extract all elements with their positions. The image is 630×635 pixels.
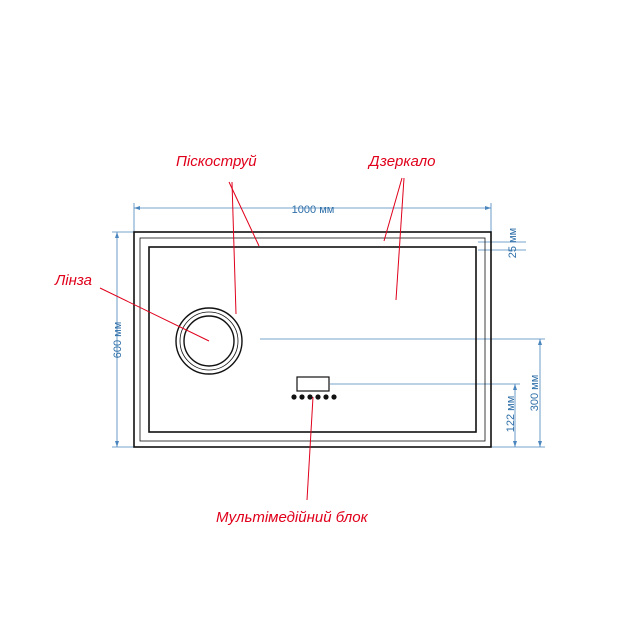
display-screen-icon [296,376,330,392]
height-label: 600 мм [112,322,124,359]
border-label: 25 мм [507,228,519,258]
mirror-inner-frame [148,246,477,433]
width-dimension: 1000 мм [133,203,492,232]
offset-122-label: 122 мм [505,396,517,433]
callout-mirror: Дзеркало [369,153,436,170]
callout-lens: Лінза [55,272,93,289]
callout-sandblast: Піскоструй [176,153,257,170]
offset-122-dimension: 122 мм [330,383,520,447]
offset-300-label: 300 мм [529,375,541,412]
border-dimension: 25 мм [478,228,526,258]
callout-leaders [99,177,405,501]
width-label: 1000 мм [292,204,335,216]
lens-ring-icon [175,307,243,375]
height-dimension: 600 мм [112,231,134,448]
sandblast-band [139,237,486,442]
callout-multimedia: Мультімедійний блок [216,509,368,526]
offset-300-dimension: 300 мм [260,338,545,448]
control-buttons-icon [291,394,337,400]
mirror-outer-frame [133,231,492,448]
